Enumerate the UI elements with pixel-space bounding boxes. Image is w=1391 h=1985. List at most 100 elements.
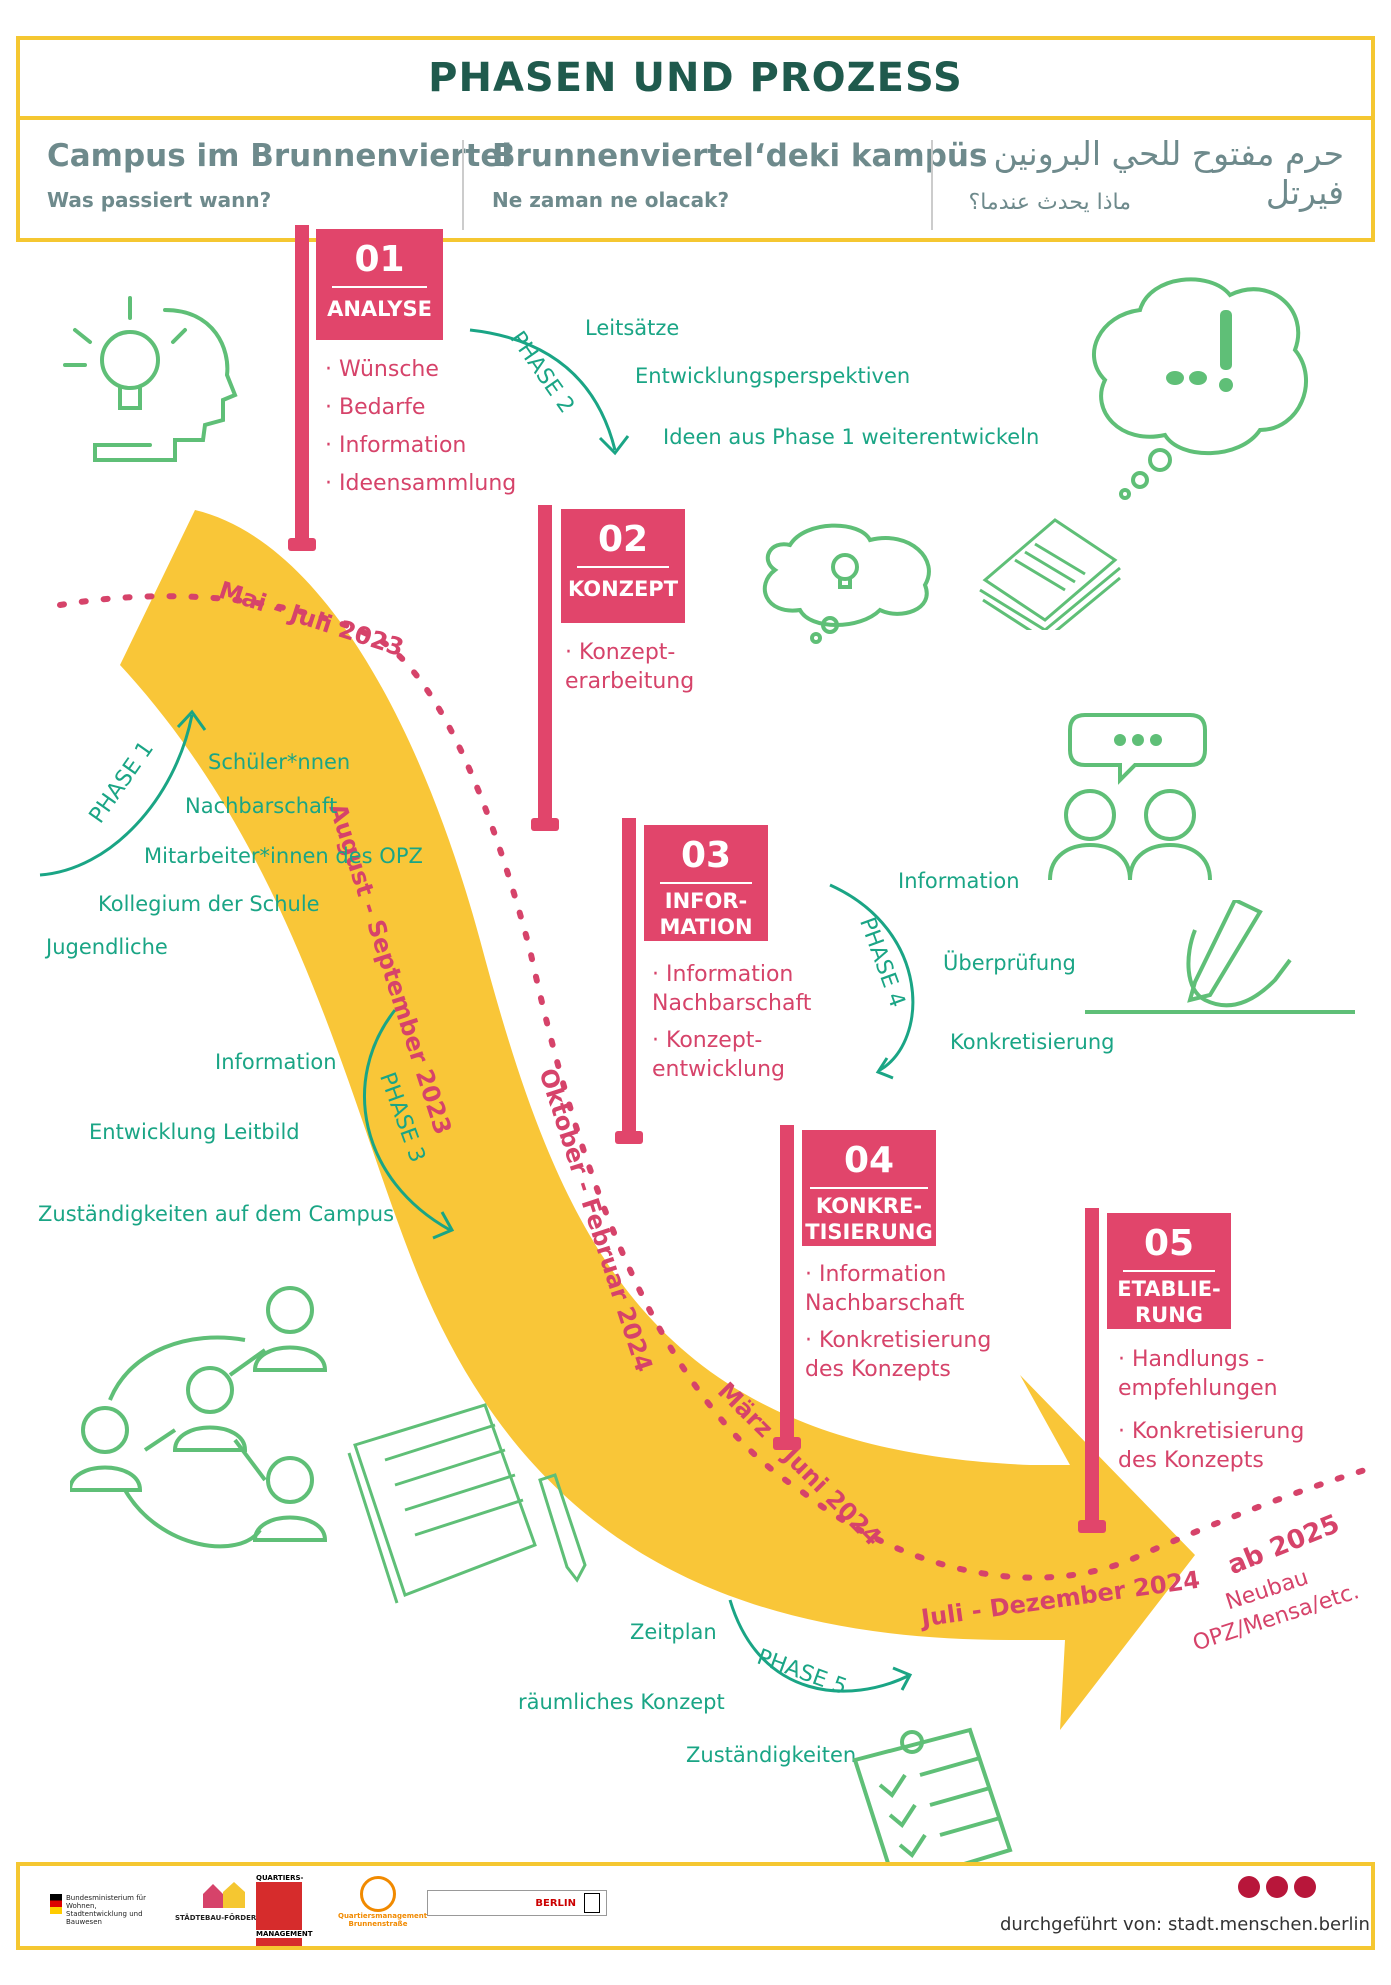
stage-pole-base <box>288 538 316 551</box>
stage-number: 05 <box>1123 1213 1215 1272</box>
list-item: · Konzept- entwicklung <box>652 1028 786 1082</box>
list-item: · Konkretisierung des Konzepts <box>805 1328 992 1382</box>
berlin-label: BERLIN <box>535 1897 576 1909</box>
stage-pole-base <box>615 1131 643 1144</box>
qm-brunnen-mark <box>360 1876 396 1912</box>
clipboard-checklist-icon <box>852 1727 1013 1888</box>
stage-label: INFOR- MATION <box>659 889 753 939</box>
phase-item: Mitarbeiter*innen des OPZ <box>144 844 423 868</box>
phase-item: räumliches Konzept <box>518 1690 725 1714</box>
phase-item: Jugendliche <box>46 935 168 959</box>
site-name[interactable]: stadt.menschen.berlin <box>1168 1914 1370 1935</box>
stage-items: · Wünsche · Bedarfe · Information · Idee… <box>325 355 516 498</box>
small-cloud-icon <box>762 523 931 644</box>
smb-logo-icons <box>1238 1876 1316 1898</box>
list-item: · Konkretisierung des Konzepts <box>1118 1419 1305 1473</box>
timeline-dots <box>57 593 1368 1581</box>
phase-item: Entwicklungsperspektiven <box>635 364 911 388</box>
phase-item: Zuständigkeiten auf dem Campus <box>38 1202 395 1226</box>
qm-brunnen-logo: Quartiersmanagement Brunnenstraße <box>338 1876 428 1928</box>
col2-title: Brunnenviertel‘deki kampüs <box>492 138 988 174</box>
stage-pole <box>622 818 636 1138</box>
stage-pole-base <box>531 818 559 831</box>
phase-item: Ideen aus Phase 1 weiterentwickeln <box>663 425 1040 449</box>
phase-item: Zuständigkeiten <box>686 1743 857 1767</box>
stage-box-01: 01 ANALYSE <box>316 229 443 340</box>
list-item: · Information <box>325 433 467 458</box>
stage-label: ETABLIE- RUNG <box>1117 1277 1221 1327</box>
stage-items: · Handlungs - empfehlungen · Konkretisie… <box>1118 1345 1304 1475</box>
footer-frame: Bundesministerium für Wohnen, Stadtentwi… <box>16 1862 1375 1950</box>
stage-box-02: 02 KONZEPT <box>561 509 685 623</box>
thought-bubble-icon <box>1092 277 1308 500</box>
writing-hand-icon <box>1085 900 1355 1014</box>
stage-pole <box>780 1125 794 1445</box>
phase-item: Konkretisierung <box>950 1030 1115 1054</box>
stage-pole-base <box>773 1437 801 1450</box>
phase-item: Information <box>898 869 1020 893</box>
road-shape <box>120 510 1195 1730</box>
col1-title: Campus im Brunnenviertel <box>47 138 513 174</box>
col1-subtitle: Was passiert wann? <box>47 188 272 212</box>
qm-brunnen-name: Quartiersmanagement Brunnenstraße <box>338 1912 428 1928</box>
conducted-by-label: durchgeführt von: <box>1000 1914 1163 1935</box>
circle-icon <box>1266 1876 1288 1898</box>
list-item: · Information Nachbarschaft <box>652 962 812 1016</box>
list-item: · Konzept- erarbeitung <box>565 640 695 694</box>
divider <box>931 140 933 230</box>
stage-pole-base <box>1078 1520 1106 1533</box>
stage-label: KONKRE- TISIERUNG <box>805 1194 933 1244</box>
stage-number: 01 <box>332 229 427 288</box>
divider <box>462 140 464 230</box>
people-network-icon <box>70 1286 328 1549</box>
stage-box-03: 03 INFOR- MATION <box>644 825 768 941</box>
qm-logo-top: QUARTIERS- <box>256 1874 304 1882</box>
phase2-arrow <box>469 328 617 451</box>
berlin-logo: BERLIN <box>427 1890 607 1916</box>
stage-pole <box>538 505 552 825</box>
header-frame: PHASEN UND PROZESS Campus im Brunnenvier… <box>16 36 1375 242</box>
phase4-arrow <box>829 883 915 1072</box>
stage-label: KONZEPT <box>567 577 679 601</box>
ministry-name: Bundesministerium für Wohnen, Stadtentwi… <box>66 1894 146 1926</box>
stage-pole <box>1085 1208 1099 1528</box>
chat-people-icon <box>1048 713 1212 881</box>
phase-item: Leitsätze <box>585 316 680 340</box>
head-lightbulb-icon <box>63 296 238 462</box>
bear-icon <box>584 1893 600 1913</box>
col2-subtitle: Ne zaman ne olacak? <box>492 188 730 212</box>
stage-number: 02 <box>577 509 669 568</box>
list-item: · Handlungs - empfehlungen <box>1118 1347 1278 1401</box>
circle-icon <box>1294 1876 1316 1898</box>
col3-title: حرم مفتوح للحي البرونين فيرتل <box>993 134 1344 212</box>
staedtebau-logo: STÄDTEBAU-FÖRDERUNG <box>175 1882 274 1922</box>
houses-icon <box>203 1882 246 1908</box>
stage-number: 04 <box>810 1130 928 1189</box>
stage-pole <box>295 225 309 545</box>
stage-items: · Information Nachbarschaft · Konzept- e… <box>652 960 811 1084</box>
stage-items: · Information Nachbarschaft · Konkretisi… <box>805 1260 991 1384</box>
stage-label: ANALYSE <box>327 297 432 321</box>
list-item: · Wünsche <box>325 357 439 382</box>
eagle-icon <box>50 1894 62 1914</box>
phase-item: Kollegium der Schule <box>98 892 320 916</box>
staedtebau-name: STÄDTEBAU-FÖRDERUNG <box>175 1914 274 1922</box>
list-item: · Ideensammlung <box>325 471 517 496</box>
phase5-arrow <box>728 1599 911 1693</box>
papers-stack-icon <box>979 518 1121 630</box>
phase-item: Nachbarschaft <box>185 794 338 818</box>
qm-logo-bottom: MANAGEMENT <box>256 1930 313 1938</box>
ministry-logo: Bundesministerium für Wohnen, Stadtentwi… <box>50 1894 146 1926</box>
phase-item: Schüler*nnen <box>208 750 351 774</box>
stage-box-04: 04 KONKRE- TISIERUNG <box>802 1130 936 1246</box>
phase1-arrow <box>39 714 194 877</box>
stage-number: 03 <box>660 825 752 884</box>
list-item: · Information Nachbarschaft <box>805 1262 965 1316</box>
phase-item: Überprüfung <box>943 951 1076 975</box>
qm-logo: QUARTIERS- MANAGEMENT <box>256 1874 313 1946</box>
list-item: · Bedarfe <box>325 395 426 420</box>
phase-item: Entwicklung Leitbild <box>89 1120 300 1144</box>
col3-subtitle: ماذا يحدث عندما؟ <box>968 190 1131 215</box>
notepad-pencil-icon <box>347 1403 587 1604</box>
page-title: PHASEN UND PROZESS <box>428 55 963 101</box>
